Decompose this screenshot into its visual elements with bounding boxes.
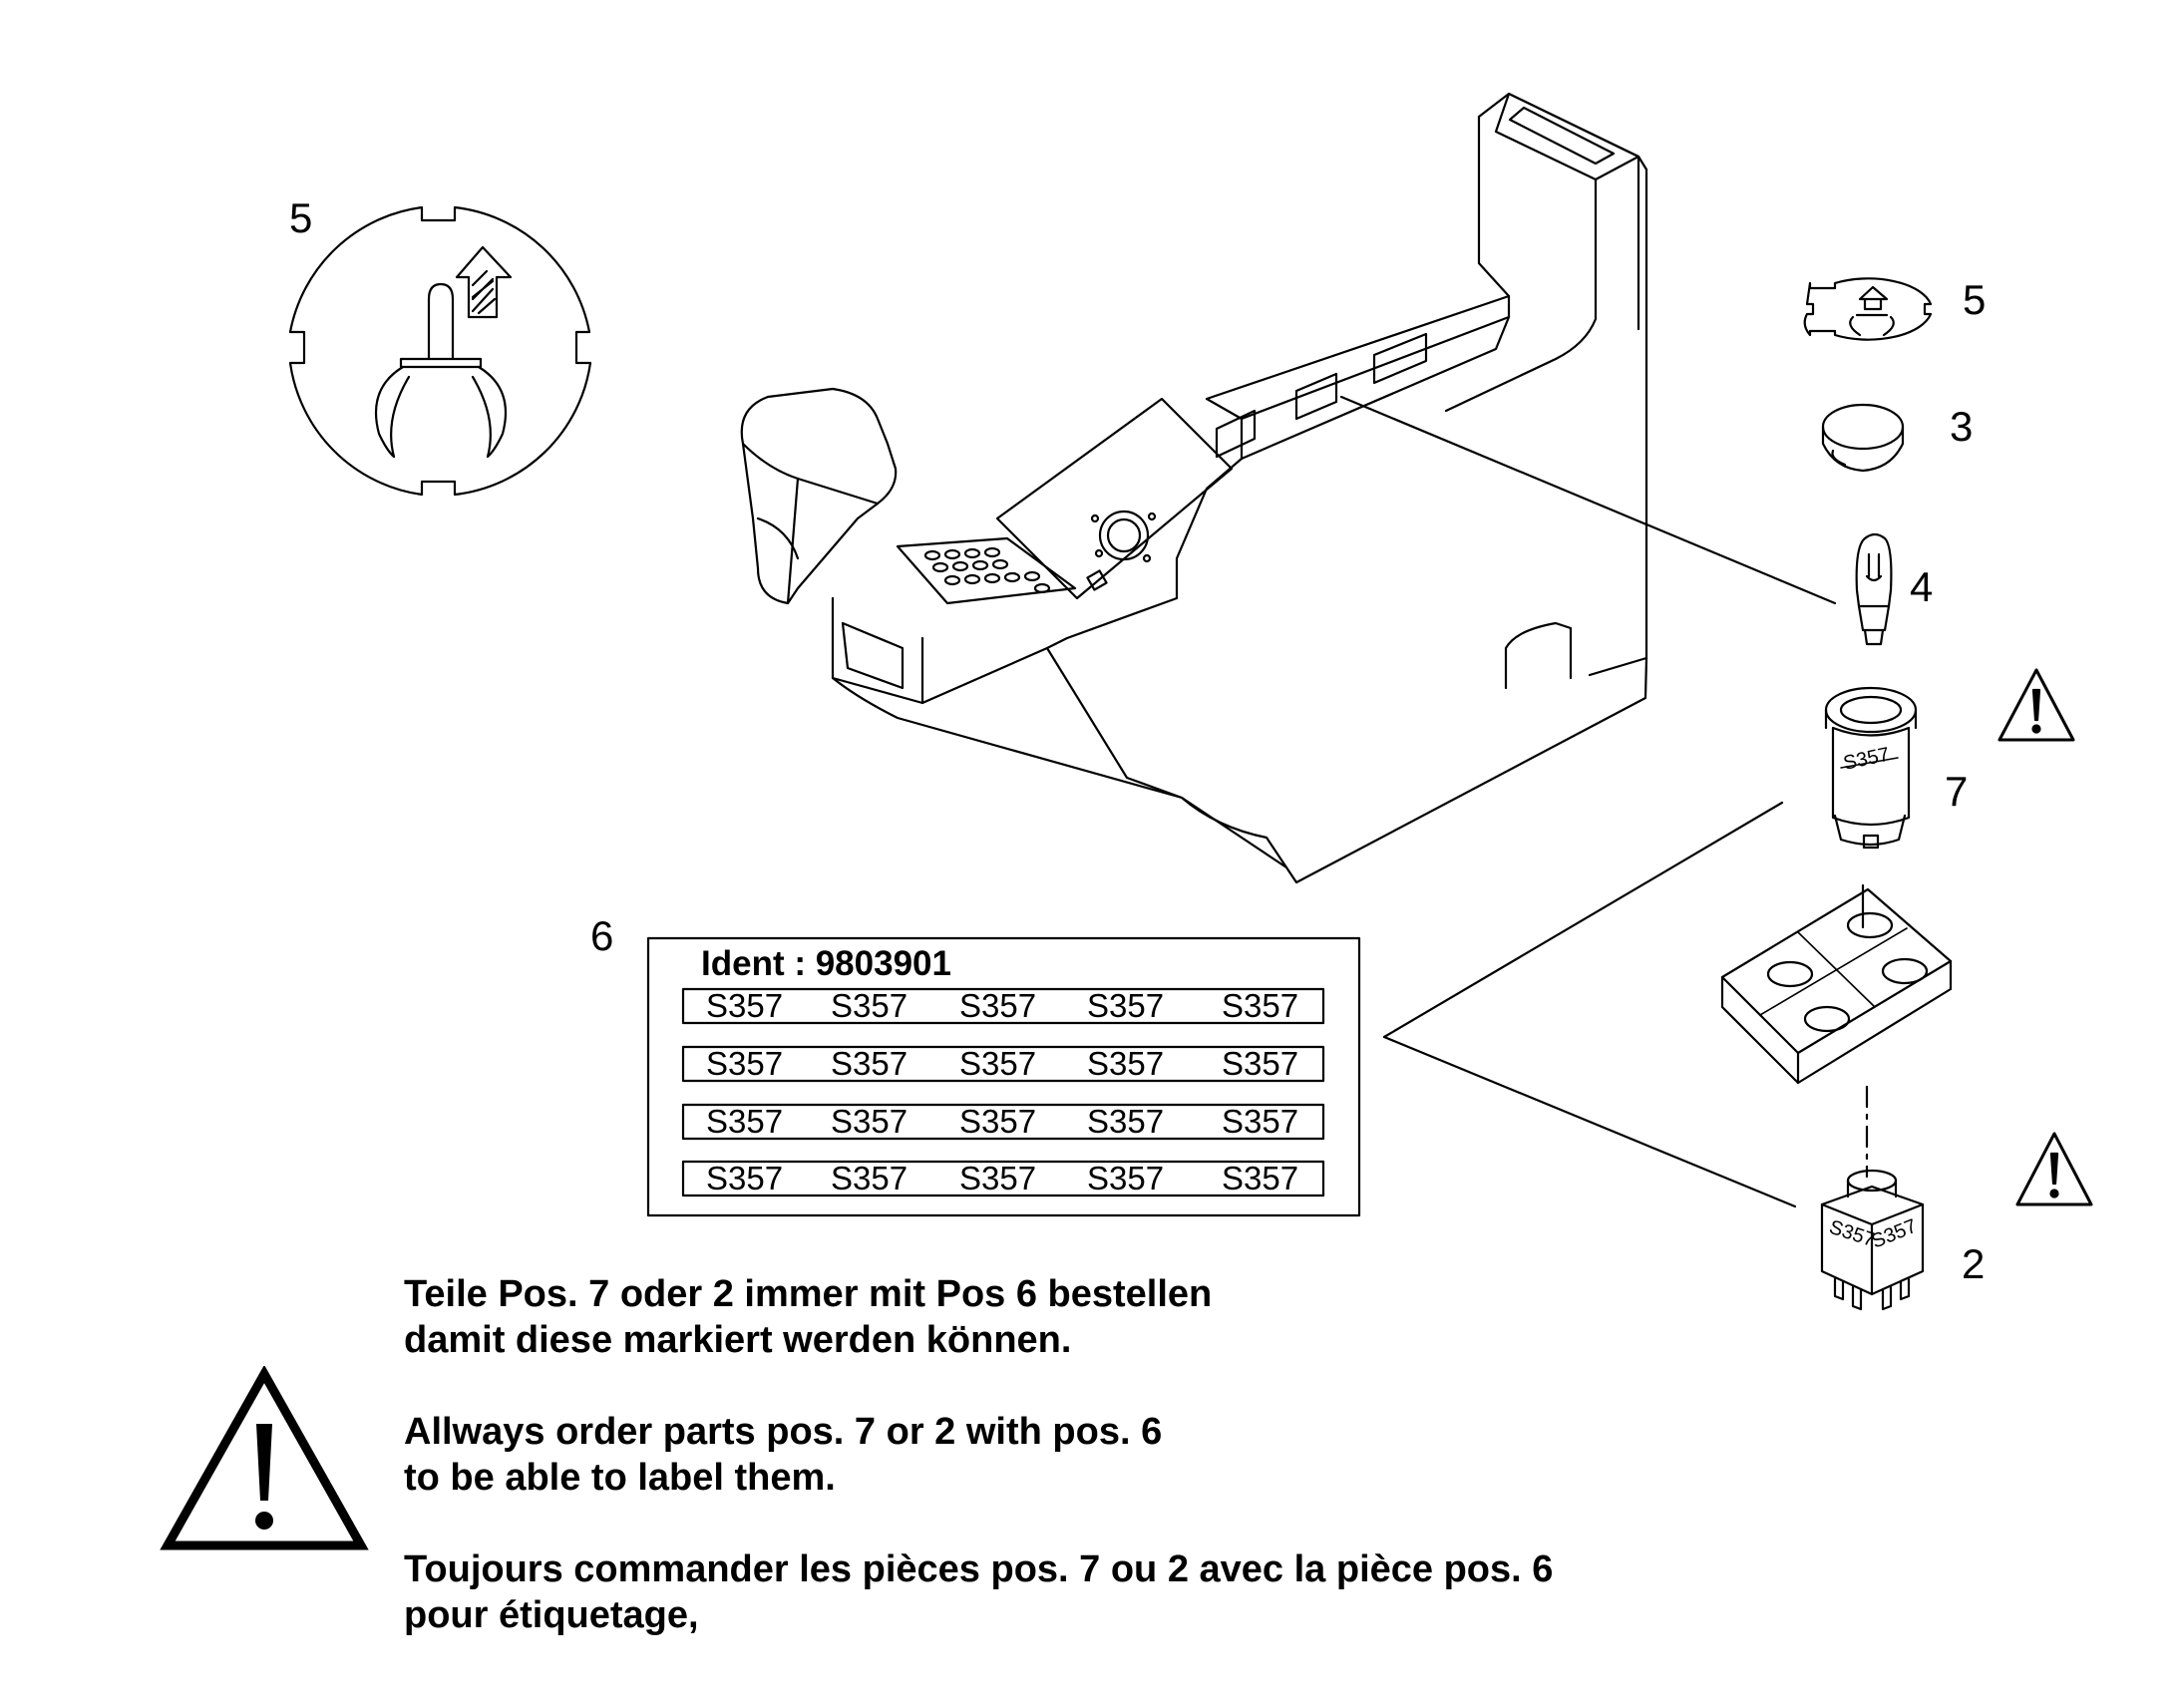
switch-block xyxy=(1820,1169,1925,1311)
warning-icon-large xyxy=(160,1366,369,1550)
perforation-holes xyxy=(923,546,1051,594)
label-cell: S357 xyxy=(831,1045,908,1082)
note-french: Toujours commander les pièces pos. 7 ou … xyxy=(404,1546,1553,1638)
label-cell: S357 xyxy=(831,1103,908,1140)
label-cell: S357 xyxy=(706,1045,783,1082)
callout-5-large: 5 xyxy=(289,194,312,241)
claw-icon xyxy=(375,282,507,459)
bulb xyxy=(1855,532,1893,646)
label-cell: S357 xyxy=(1222,1160,1298,1196)
switch7-mark: S357 xyxy=(1841,744,1891,775)
warning-icon-lower xyxy=(2015,1132,2093,1206)
label-row-frame xyxy=(681,1045,1325,1083)
label-cell: S357 xyxy=(959,1103,1036,1140)
note-fr-line2: pour étiquetage, xyxy=(404,1594,699,1636)
center-console xyxy=(740,92,1648,884)
label-cell: S357 xyxy=(706,1103,783,1140)
label-cell: S357 xyxy=(959,987,1036,1024)
hook-symbol-disc-small xyxy=(1803,277,1933,341)
note-en-line2: to be able to label them. xyxy=(404,1457,836,1499)
label-cell: S357 xyxy=(1222,1103,1298,1140)
callout-3: 3 xyxy=(1950,403,1973,450)
note-fr-line1: Toujours commander les pièces pos. 7 ou … xyxy=(404,1548,1554,1590)
label-row-frame xyxy=(681,987,1325,1025)
note-en-line1: Allways order parts pos. 7 or 2 with pos… xyxy=(404,1411,1163,1453)
label-cell: S357 xyxy=(706,987,783,1024)
ident-number: Ident : 9803901 xyxy=(701,944,951,983)
label-row-frame xyxy=(681,1103,1325,1141)
up-arrow-icon xyxy=(455,245,513,319)
label-cell: S357 xyxy=(1087,1160,1164,1196)
callout-6: 6 xyxy=(590,912,613,959)
label-row-frame xyxy=(681,1160,1325,1197)
note-de-line1: Teile Pos. 7 oder 2 immer mit Pos 6 best… xyxy=(404,1273,1213,1315)
label-cell: S357 xyxy=(1087,987,1164,1024)
label-cell: S357 xyxy=(831,987,908,1024)
leader-label-sheet xyxy=(1382,801,1797,1208)
mounting-plate xyxy=(1720,883,1953,1179)
label-cell: S357 xyxy=(831,1160,908,1196)
note-german: Teile Pos. 7 oder 2 immer mit Pos 6 best… xyxy=(404,1271,1212,1363)
callout-7: 7 xyxy=(1945,768,1968,815)
label-cell: S357 xyxy=(1087,1045,1164,1082)
switch2-mark-right: S357 xyxy=(1869,1215,1921,1253)
note-english: Allways order parts pos. 7 or 2 with pos… xyxy=(404,1409,1162,1501)
label-cell: S357 xyxy=(959,1045,1036,1082)
callout-5: 5 xyxy=(1963,276,1986,323)
note-de-line2: damit diese markiert werden können. xyxy=(404,1319,1072,1361)
label-cell: S357 xyxy=(1222,987,1298,1024)
hook-symbol-disc-large xyxy=(288,205,592,497)
callout-2: 2 xyxy=(1962,1240,1985,1287)
leader-bulb xyxy=(1339,395,1837,605)
warning-icon-upper xyxy=(1998,668,2075,742)
cover-cap xyxy=(1821,403,1905,473)
label-cell: S357 xyxy=(959,1160,1036,1196)
label-cell: S357 xyxy=(706,1160,783,1196)
callout-4: 4 xyxy=(1910,563,1933,610)
label-cell: S357 xyxy=(1222,1045,1298,1082)
push-switch xyxy=(1824,686,1918,850)
label-cell: S357 xyxy=(1087,1103,1164,1140)
